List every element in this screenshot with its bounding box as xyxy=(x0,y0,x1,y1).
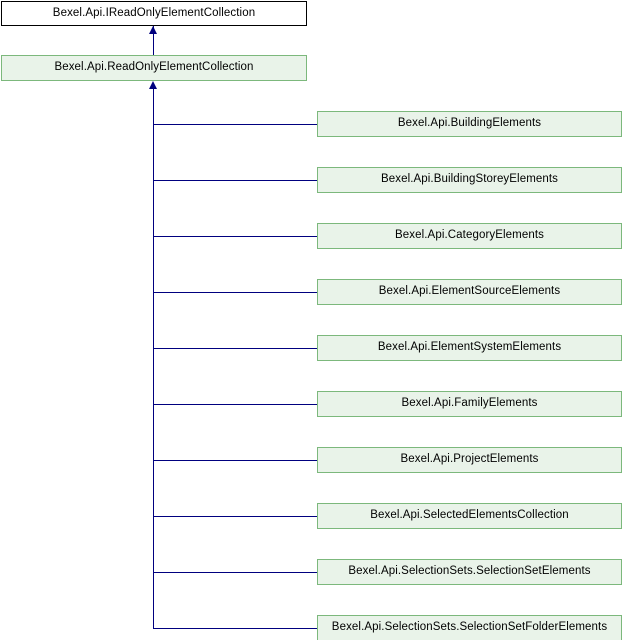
arrowhead-to-current-icon xyxy=(149,81,157,89)
node-label: Bexel.Api.SelectionSets.SelectionSetFold… xyxy=(331,621,608,634)
node-label: Bexel.Api.BuildingElements xyxy=(397,117,542,130)
node-label: Bexel.Api.SelectedElementsCollection xyxy=(370,509,569,522)
edge-connector-derived xyxy=(153,236,318,237)
edge-connector-derived xyxy=(153,124,318,125)
node-derived-buildingstoreyelements[interactable]: Bexel.Api.BuildingStoreyElements xyxy=(317,167,622,193)
node-derived-elementsourceelements[interactable]: Bexel.Api.ElementSourceElements xyxy=(317,279,622,305)
node-label: Bexel.Api.CategoryElements xyxy=(395,229,544,242)
node-label: Bexel.Api.BuildingStoreyElements xyxy=(380,173,559,186)
node-label: Bexel.Api.FamilyElements xyxy=(401,397,538,410)
edge-trunk-derived xyxy=(153,88,154,629)
edge-connector-derived xyxy=(153,292,318,293)
edge-connector-derived xyxy=(153,348,318,349)
node-derived-categoryelements[interactable]: Bexel.Api.CategoryElements xyxy=(317,223,622,249)
node-derived-selectionsetelements[interactable]: Bexel.Api.SelectionSets.SelectionSetElem… xyxy=(317,559,622,585)
edge-connector-derived xyxy=(153,404,318,405)
node-derived-familyelements[interactable]: Bexel.Api.FamilyElements xyxy=(317,391,622,417)
node-derived-buildingelements[interactable]: Bexel.Api.BuildingElements xyxy=(317,111,622,137)
arrowhead-to-interface-icon xyxy=(149,26,157,34)
edge-connector-derived xyxy=(153,516,318,517)
edge-connector-derived xyxy=(153,460,318,461)
edge-connector-derived xyxy=(153,572,318,573)
node-derived-selectedelementscollection[interactable]: Bexel.Api.SelectedElementsCollection xyxy=(317,503,622,529)
node-current-readonlyelementcollection[interactable]: Bexel.Api.ReadOnlyElementCollection xyxy=(1,55,307,81)
node-label: Bexel.Api.ElementSystemElements xyxy=(377,341,562,354)
edge-connector-derived xyxy=(153,628,318,629)
edge-interface-to-current xyxy=(153,26,154,55)
edge-connector-derived xyxy=(153,180,318,181)
node-derived-elementsystemelements[interactable]: Bexel.Api.ElementSystemElements xyxy=(317,335,622,361)
node-label: Bexel.Api.ReadOnlyElementCollection xyxy=(54,61,254,74)
node-label: Bexel.Api.ProjectElements xyxy=(400,453,539,466)
node-label: Bexel.Api.SelectionSets.SelectionSetElem… xyxy=(348,565,591,578)
node-interface-ireadonlyelementcollection[interactable]: Bexel.Api.IReadOnlyElementCollection xyxy=(1,1,307,26)
node-label: Bexel.Api.ElementSourceElements xyxy=(378,285,561,298)
node-label: Bexel.Api.IReadOnlyElementCollection xyxy=(52,6,256,19)
node-derived-projectelements[interactable]: Bexel.Api.ProjectElements xyxy=(317,447,622,473)
node-derived-selectionsetfolderelements[interactable]: Bexel.Api.SelectionSets.SelectionSetFold… xyxy=(317,615,622,640)
